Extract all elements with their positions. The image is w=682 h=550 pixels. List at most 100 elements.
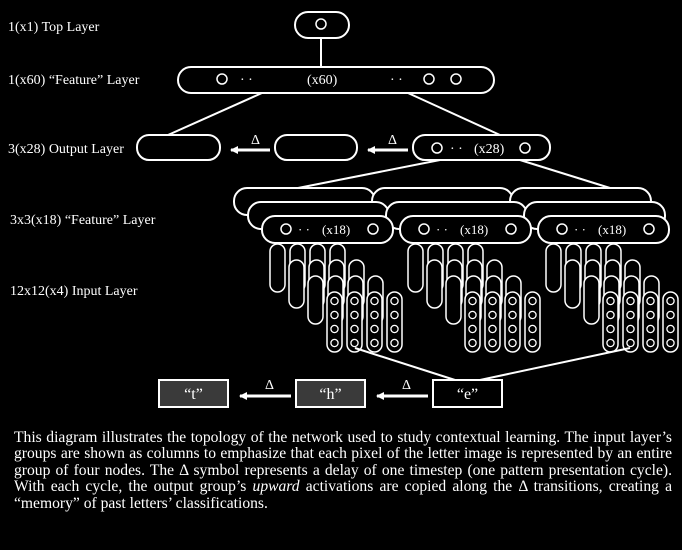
- input-node-column: [288, 259, 305, 309]
- feature18-group: [261, 215, 394, 244]
- input-node-column: [642, 291, 659, 353]
- label-input-layer: 12x12(x4) Input Layer: [10, 284, 138, 299]
- label-top-layer: 1(x1) Top Layer: [8, 20, 100, 35]
- input-node: [370, 338, 379, 348]
- feature18-node: [280, 223, 292, 235]
- input-node: [626, 296, 635, 306]
- output-node: [431, 142, 443, 154]
- link-output-feature18: [519, 159, 611, 189]
- input-node: [646, 296, 655, 306]
- input-node-column: [464, 291, 481, 353]
- link-feature60-output: [167, 92, 263, 136]
- input-node-column: [426, 259, 443, 309]
- input-node: [626, 310, 635, 320]
- delay-symbol-output-2: Δ: [388, 133, 397, 148]
- input-node-column: [307, 275, 324, 325]
- input-node: [606, 310, 615, 320]
- input-node: [606, 296, 615, 306]
- delay-symbol-letter-1: Δ: [265, 378, 274, 393]
- input-node: [350, 338, 359, 348]
- input-node-column: [545, 243, 562, 293]
- feature60-dots-left: · ·: [240, 73, 253, 88]
- input-node: [330, 338, 339, 348]
- input-node-column: [662, 291, 679, 353]
- input-node-column: [407, 243, 424, 293]
- input-node: [468, 296, 477, 306]
- input-node: [350, 310, 359, 320]
- input-node: [508, 296, 517, 306]
- letter-t: “t”: [184, 386, 203, 403]
- input-node: [646, 310, 655, 320]
- input-node: [370, 324, 379, 334]
- input-node: [528, 324, 537, 334]
- input-node: [528, 310, 537, 320]
- letter-e: “e”: [457, 386, 478, 403]
- link-input-letter: [479, 347, 631, 381]
- feature18-count: (x18): [460, 222, 488, 237]
- feature18-group: [399, 215, 532, 244]
- input-node: [468, 324, 477, 334]
- feature60-node: [450, 73, 462, 85]
- input-node: [646, 338, 655, 348]
- delay-symbol-letter-2: Δ: [402, 378, 411, 393]
- output-node: [519, 142, 531, 154]
- link-input-letter: [354, 347, 456, 381]
- feature18-node: [643, 223, 655, 235]
- feature18-group: [537, 215, 670, 244]
- feature60-dots-right: · ·: [390, 73, 403, 88]
- output-dots: · ·: [450, 142, 463, 157]
- link-feature60-output: [407, 92, 501, 136]
- caption-emphasis: upward: [252, 478, 300, 496]
- feature18-dots: · ·: [574, 222, 586, 237]
- input-node-column: [622, 291, 639, 353]
- caption-text-1: This diagram illustrates the topology of…: [14, 429, 672, 496]
- label-output-layer: 3(x28) Output Layer: [8, 142, 124, 157]
- input-node: [350, 296, 359, 306]
- input-node: [370, 296, 379, 306]
- input-node: [666, 310, 675, 320]
- input-node-column: [366, 291, 383, 353]
- input-node: [666, 324, 675, 334]
- feature18-front-row: · · (x18) · · (x18) · · (x18): [261, 215, 670, 244]
- output-group-previous-1: [274, 134, 358, 161]
- input-node: [370, 310, 379, 320]
- top-layer-node-group: [294, 11, 350, 39]
- input-node: [468, 338, 477, 348]
- input-node-column: [484, 291, 501, 353]
- input-node: [606, 324, 615, 334]
- input-node: [626, 324, 635, 334]
- feature18-dots: · ·: [298, 222, 310, 237]
- input-node: [330, 324, 339, 334]
- feature18-count: (x18): [322, 222, 350, 237]
- input-layer-stacks: [269, 243, 679, 353]
- caption-text-2: activations are copied along the Δ trans…: [14, 478, 672, 512]
- input-node: [646, 324, 655, 334]
- link-output-feature18: [297, 159, 441, 189]
- input-node: [488, 310, 497, 320]
- output-group-previous-2: [136, 134, 221, 161]
- input-node: [508, 338, 517, 348]
- input-node: [390, 324, 399, 334]
- input-node: [666, 296, 675, 306]
- label-feature60-layer: 1(x60) “Feature” Layer: [8, 73, 140, 88]
- diagram-caption: This diagram illustrates the topology of…: [14, 429, 672, 512]
- output-count: (x28): [474, 142, 505, 157]
- input-node: [508, 310, 517, 320]
- input-node: [626, 338, 635, 348]
- input-node-column: [386, 291, 403, 353]
- delay-symbol-output-1: Δ: [251, 133, 260, 148]
- input-node-column: [504, 291, 521, 353]
- input-node: [468, 310, 477, 320]
- input-node-column: [583, 275, 600, 325]
- feature18-node: [418, 223, 430, 235]
- input-node-column: [326, 291, 343, 353]
- feature18-dots: · ·: [436, 222, 448, 237]
- letter-h: “h”: [319, 386, 341, 403]
- input-node: [330, 296, 339, 306]
- input-node: [390, 338, 399, 348]
- output-group-current: [412, 134, 551, 161]
- input-node: [528, 296, 537, 306]
- letter-box-e: [432, 379, 503, 408]
- input-node: [390, 296, 399, 306]
- feature18-node: [367, 223, 379, 235]
